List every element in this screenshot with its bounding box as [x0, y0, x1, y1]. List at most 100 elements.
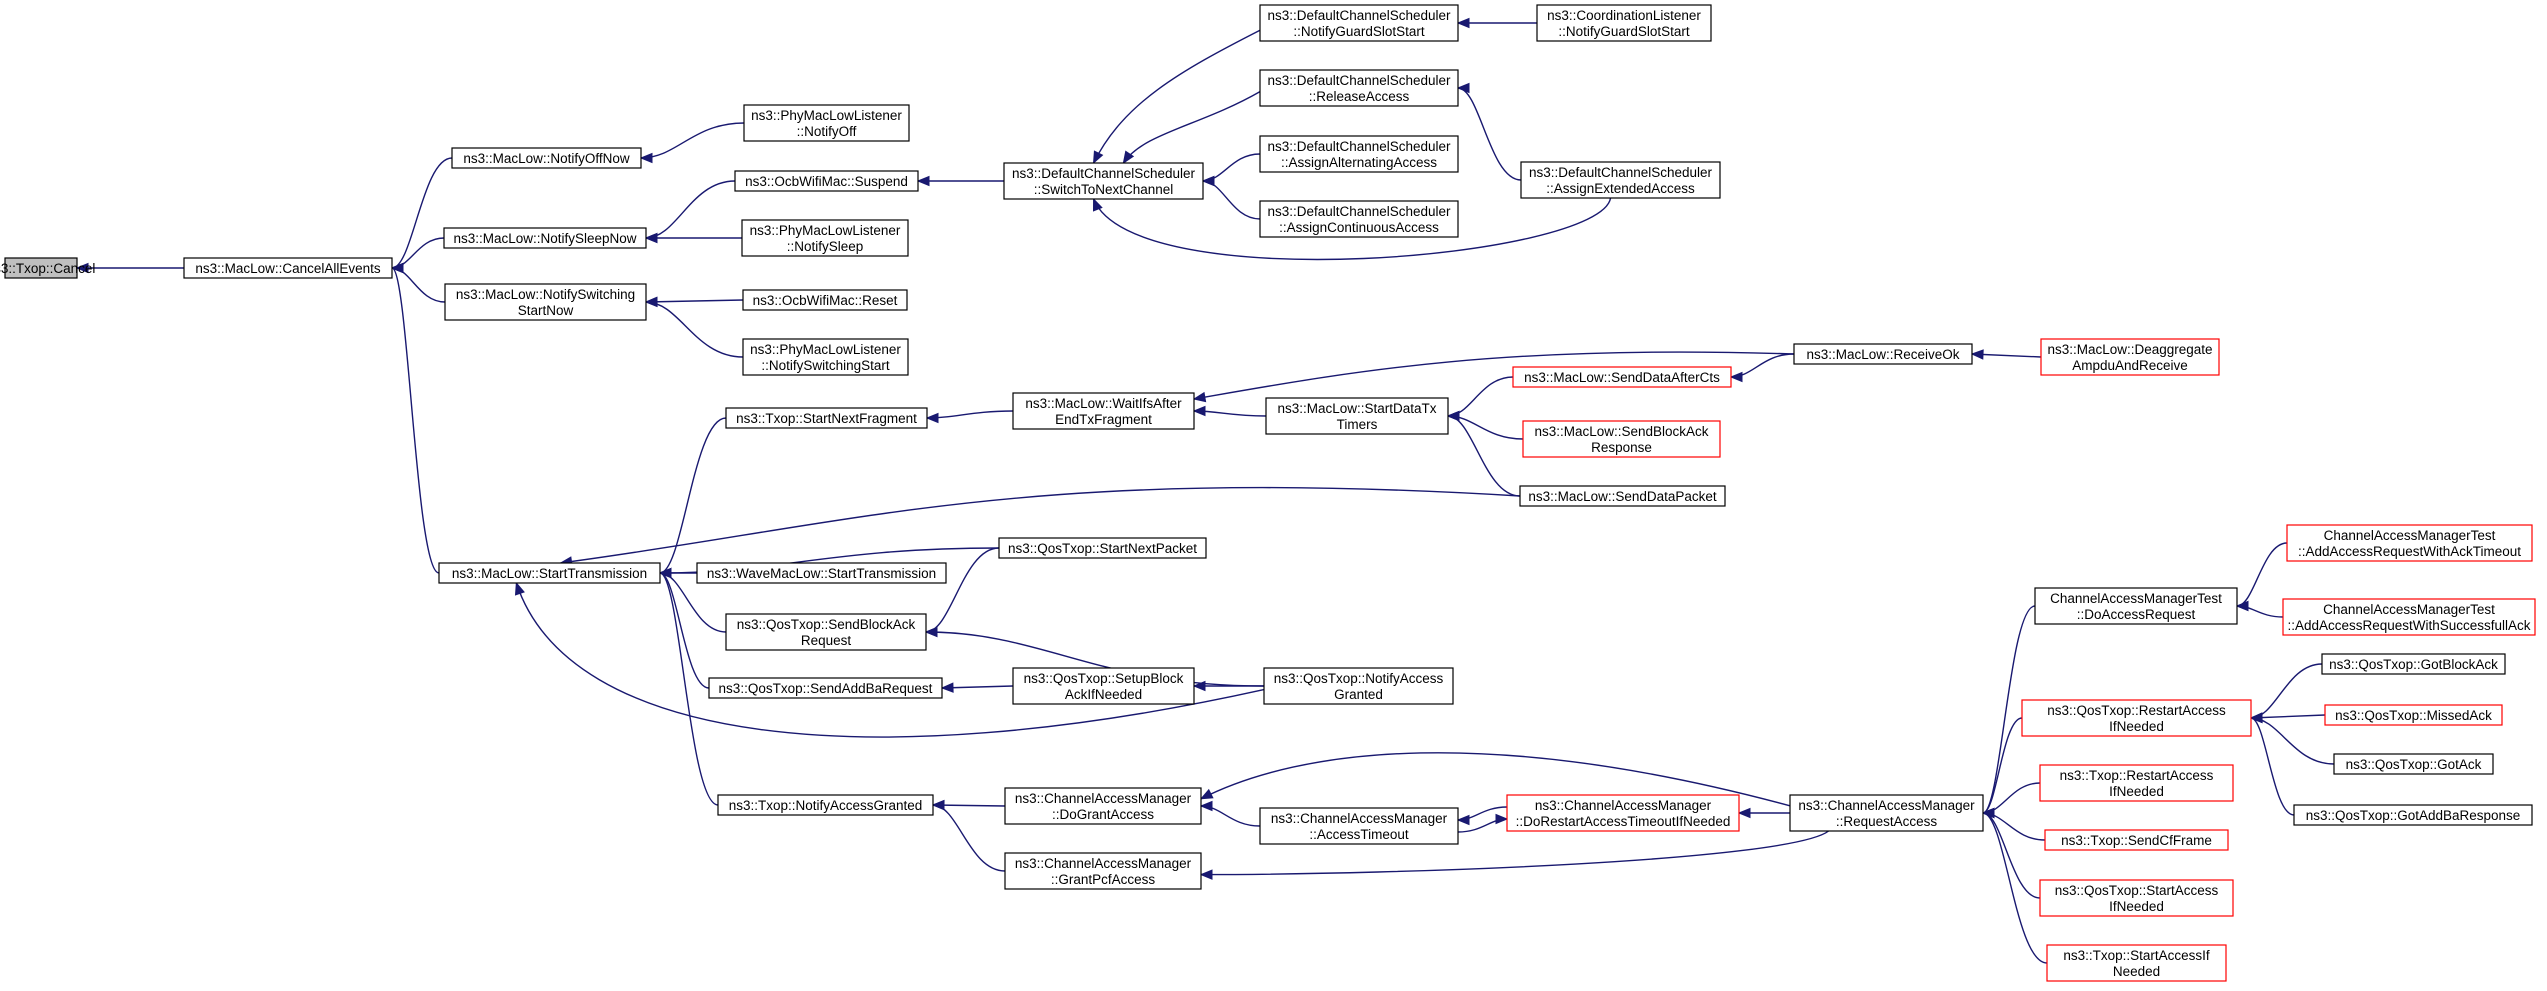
node-n7[interactable]: ns3::OcbWifiMac::Suspend: [734, 170, 919, 192]
edge-n37-n36: [1737, 807, 1790, 819]
node-label: ns3::ChannelAccessManager: [1015, 791, 1192, 806]
node-n34[interactable]: ns3::ChannelAccessManager::GrantPcfAcces…: [1004, 852, 1202, 890]
node-n12[interactable]: ns3::DefaultChannelScheduler::NotifyGuar…: [1259, 4, 1459, 42]
arrowhead: [1199, 869, 1213, 880]
node-label: ns3::QosTxop::NotifyAccess: [1274, 671, 1444, 686]
node-label: ns3::Txop::Cancel: [0, 261, 95, 276]
node-label: ns3::MacLow::StartDataTx: [1277, 401, 1436, 416]
node-n2[interactable]: ns3::MacLow::NotifyOffNow: [451, 147, 642, 169]
edge-line: [640, 122, 745, 159]
node-n48[interactable]: ns3::QosTxop::GotAck: [2333, 753, 2494, 775]
node-n45[interactable]: ChannelAccessManagerTest::AddAccessReque…: [2282, 598, 2536, 636]
node-n11[interactable]: ns3::DefaultChannelScheduler::SwitchToNe…: [1003, 162, 1204, 200]
node-n6[interactable]: ns3::PhyMacLowListener::NotifyOff: [743, 104, 910, 142]
node-box: [1259, 135, 1459, 173]
node-n15[interactable]: ns3::DefaultChannelScheduler::AssignCont…: [1259, 200, 1459, 238]
node-n38[interactable]: ChannelAccessManagerTest::DoAccessReques…: [2034, 587, 2238, 625]
node-label: ns3::QosTxop::SetupBlock: [1024, 671, 1184, 686]
node-n21[interactable]: ns3::MacLow::SendDataAfterCts: [1512, 366, 1732, 388]
node-label: ChannelAccessManagerTest: [2050, 591, 2222, 606]
node-box: [443, 227, 647, 249]
node-box: [2021, 699, 2252, 737]
node-label: ::ReleaseAccess: [1309, 89, 1410, 104]
node-label: ns3::MacLow::CancelAllEvents: [195, 261, 381, 276]
node-n26[interactable]: ns3::QosTxop::StartNextPacket: [998, 537, 1207, 559]
node-n37[interactable]: ns3::ChannelAccessManager::RequestAccess: [1789, 794, 1984, 832]
node-n1[interactable]: ns3::MacLow::CancelAllEvents: [183, 257, 393, 279]
node-box: [1519, 485, 1726, 507]
arrowhead: [1093, 197, 1103, 212]
node-n14[interactable]: ns3::DefaultChannelScheduler::AssignAlte…: [1259, 135, 1459, 173]
node-n18[interactable]: ns3::Txop::StartNextFragment: [725, 407, 928, 429]
node-n8[interactable]: ns3::PhyMacLowListener::NotifySleep: [741, 219, 909, 257]
node-n41[interactable]: ns3::Txop::SendCfFrame: [2044, 829, 2229, 851]
node-n16[interactable]: ns3::CoordinationListener::NotifyGuardSl…: [1536, 4, 1712, 42]
node-label: ::SwitchToNextChannel: [1034, 182, 1174, 197]
node-n23[interactable]: ns3::MacLow::SendDataPacket: [1519, 485, 1726, 507]
node-n9[interactable]: ns3::OcbWifiMac::Reset: [742, 289, 908, 311]
edge-n26-n28: [924, 547, 1000, 638]
node-label: ns3::MacLow::SendDataPacket: [1528, 489, 1717, 504]
arrowhead: [1199, 800, 1213, 812]
edge-line: [1457, 87, 1522, 181]
node-box: [1506, 794, 1740, 832]
node-label: StartNow: [518, 303, 574, 318]
node-label: ns3::PhyMacLowListener: [750, 223, 901, 238]
node-label: ns3::PhyMacLowListener: [751, 108, 902, 123]
node-n24[interactable]: ns3::MacLow::ReceiveOk: [1793, 343, 1973, 365]
node-box: [2324, 704, 2503, 726]
node-n29[interactable]: ns3::QosTxop::SendAddBaRequest: [708, 677, 943, 699]
node-n35[interactable]: ns3::ChannelAccessManager::AccessTimeout: [1259, 807, 1459, 845]
node-n44[interactable]: ChannelAccessManagerTest::AddAccessReque…: [2286, 524, 2533, 562]
node-n17[interactable]: ns3::DefaultChannelScheduler::AssignExte…: [1520, 161, 1721, 199]
node-n46[interactable]: ns3::QosTxop::GotBlockAck: [2321, 653, 2506, 675]
arrowhead: [1737, 807, 1751, 819]
node-label: Response: [1591, 440, 1652, 455]
node-n33[interactable]: ns3::ChannelAccessManager::DoGrantAccess: [1004, 787, 1202, 825]
node-label: ns3::ChannelAccessManager: [1015, 856, 1192, 871]
node-label: ns3::Txop::NotifyAccessGranted: [729, 798, 923, 813]
node-n49[interactable]: ns3::QosTxop::GotAddBaResponse: [2293, 804, 2533, 826]
edge-line: [659, 417, 727, 574]
node-box: [1522, 420, 1721, 458]
edge-n49-n39: [2249, 712, 2295, 816]
node-box: [708, 677, 943, 699]
node-box: [2040, 338, 2220, 376]
node-n32[interactable]: ns3::Txop::NotifyAccessGranted: [717, 794, 934, 816]
edge-n20-n19: [1192, 405, 1267, 417]
node-n3[interactable]: ns3::MacLow::NotifySleepNow: [443, 227, 647, 249]
node-n31[interactable]: ns3::QosTxop::NotifyAccessGranted: [1263, 667, 1454, 705]
edge-n45-n38: [2235, 600, 2284, 618]
node-label: ns3::WaveMacLow::StartTransmission: [707, 566, 936, 581]
node-n36[interactable]: ns3::ChannelAccessManager::DoRestartAcce…: [1506, 794, 1740, 832]
arrowhead: [1456, 82, 1470, 94]
node-box: [444, 283, 647, 321]
edge-line: [2250, 663, 2323, 719]
node-label: ns3::MacLow::Deaggregate: [2047, 342, 2212, 357]
arrowhead: [931, 799, 945, 811]
edge-n32-n5: [658, 567, 719, 806]
node-box: [998, 537, 1207, 559]
node-n13[interactable]: ns3::DefaultChannelScheduler::ReleaseAcc…: [1259, 69, 1459, 107]
edge-n2-n1: [390, 157, 453, 274]
arrowhead: [1495, 813, 1509, 825]
node-box: [2046, 944, 2227, 982]
node-n27[interactable]: ns3::WaveMacLow::StartTransmission: [696, 562, 947, 584]
node-box: [1259, 4, 1459, 42]
node-n10[interactable]: ns3::PhyMacLowListener::NotifySwitchingS…: [742, 338, 909, 376]
node-n5[interactable]: ns3::MacLow::StartTransmission: [438, 562, 661, 584]
node-n47[interactable]: ns3::QosTxop::MissedAck: [2324, 704, 2503, 726]
node-label: ::NotifyGuardSlotStart: [1558, 24, 1690, 39]
node-box: [696, 562, 947, 584]
